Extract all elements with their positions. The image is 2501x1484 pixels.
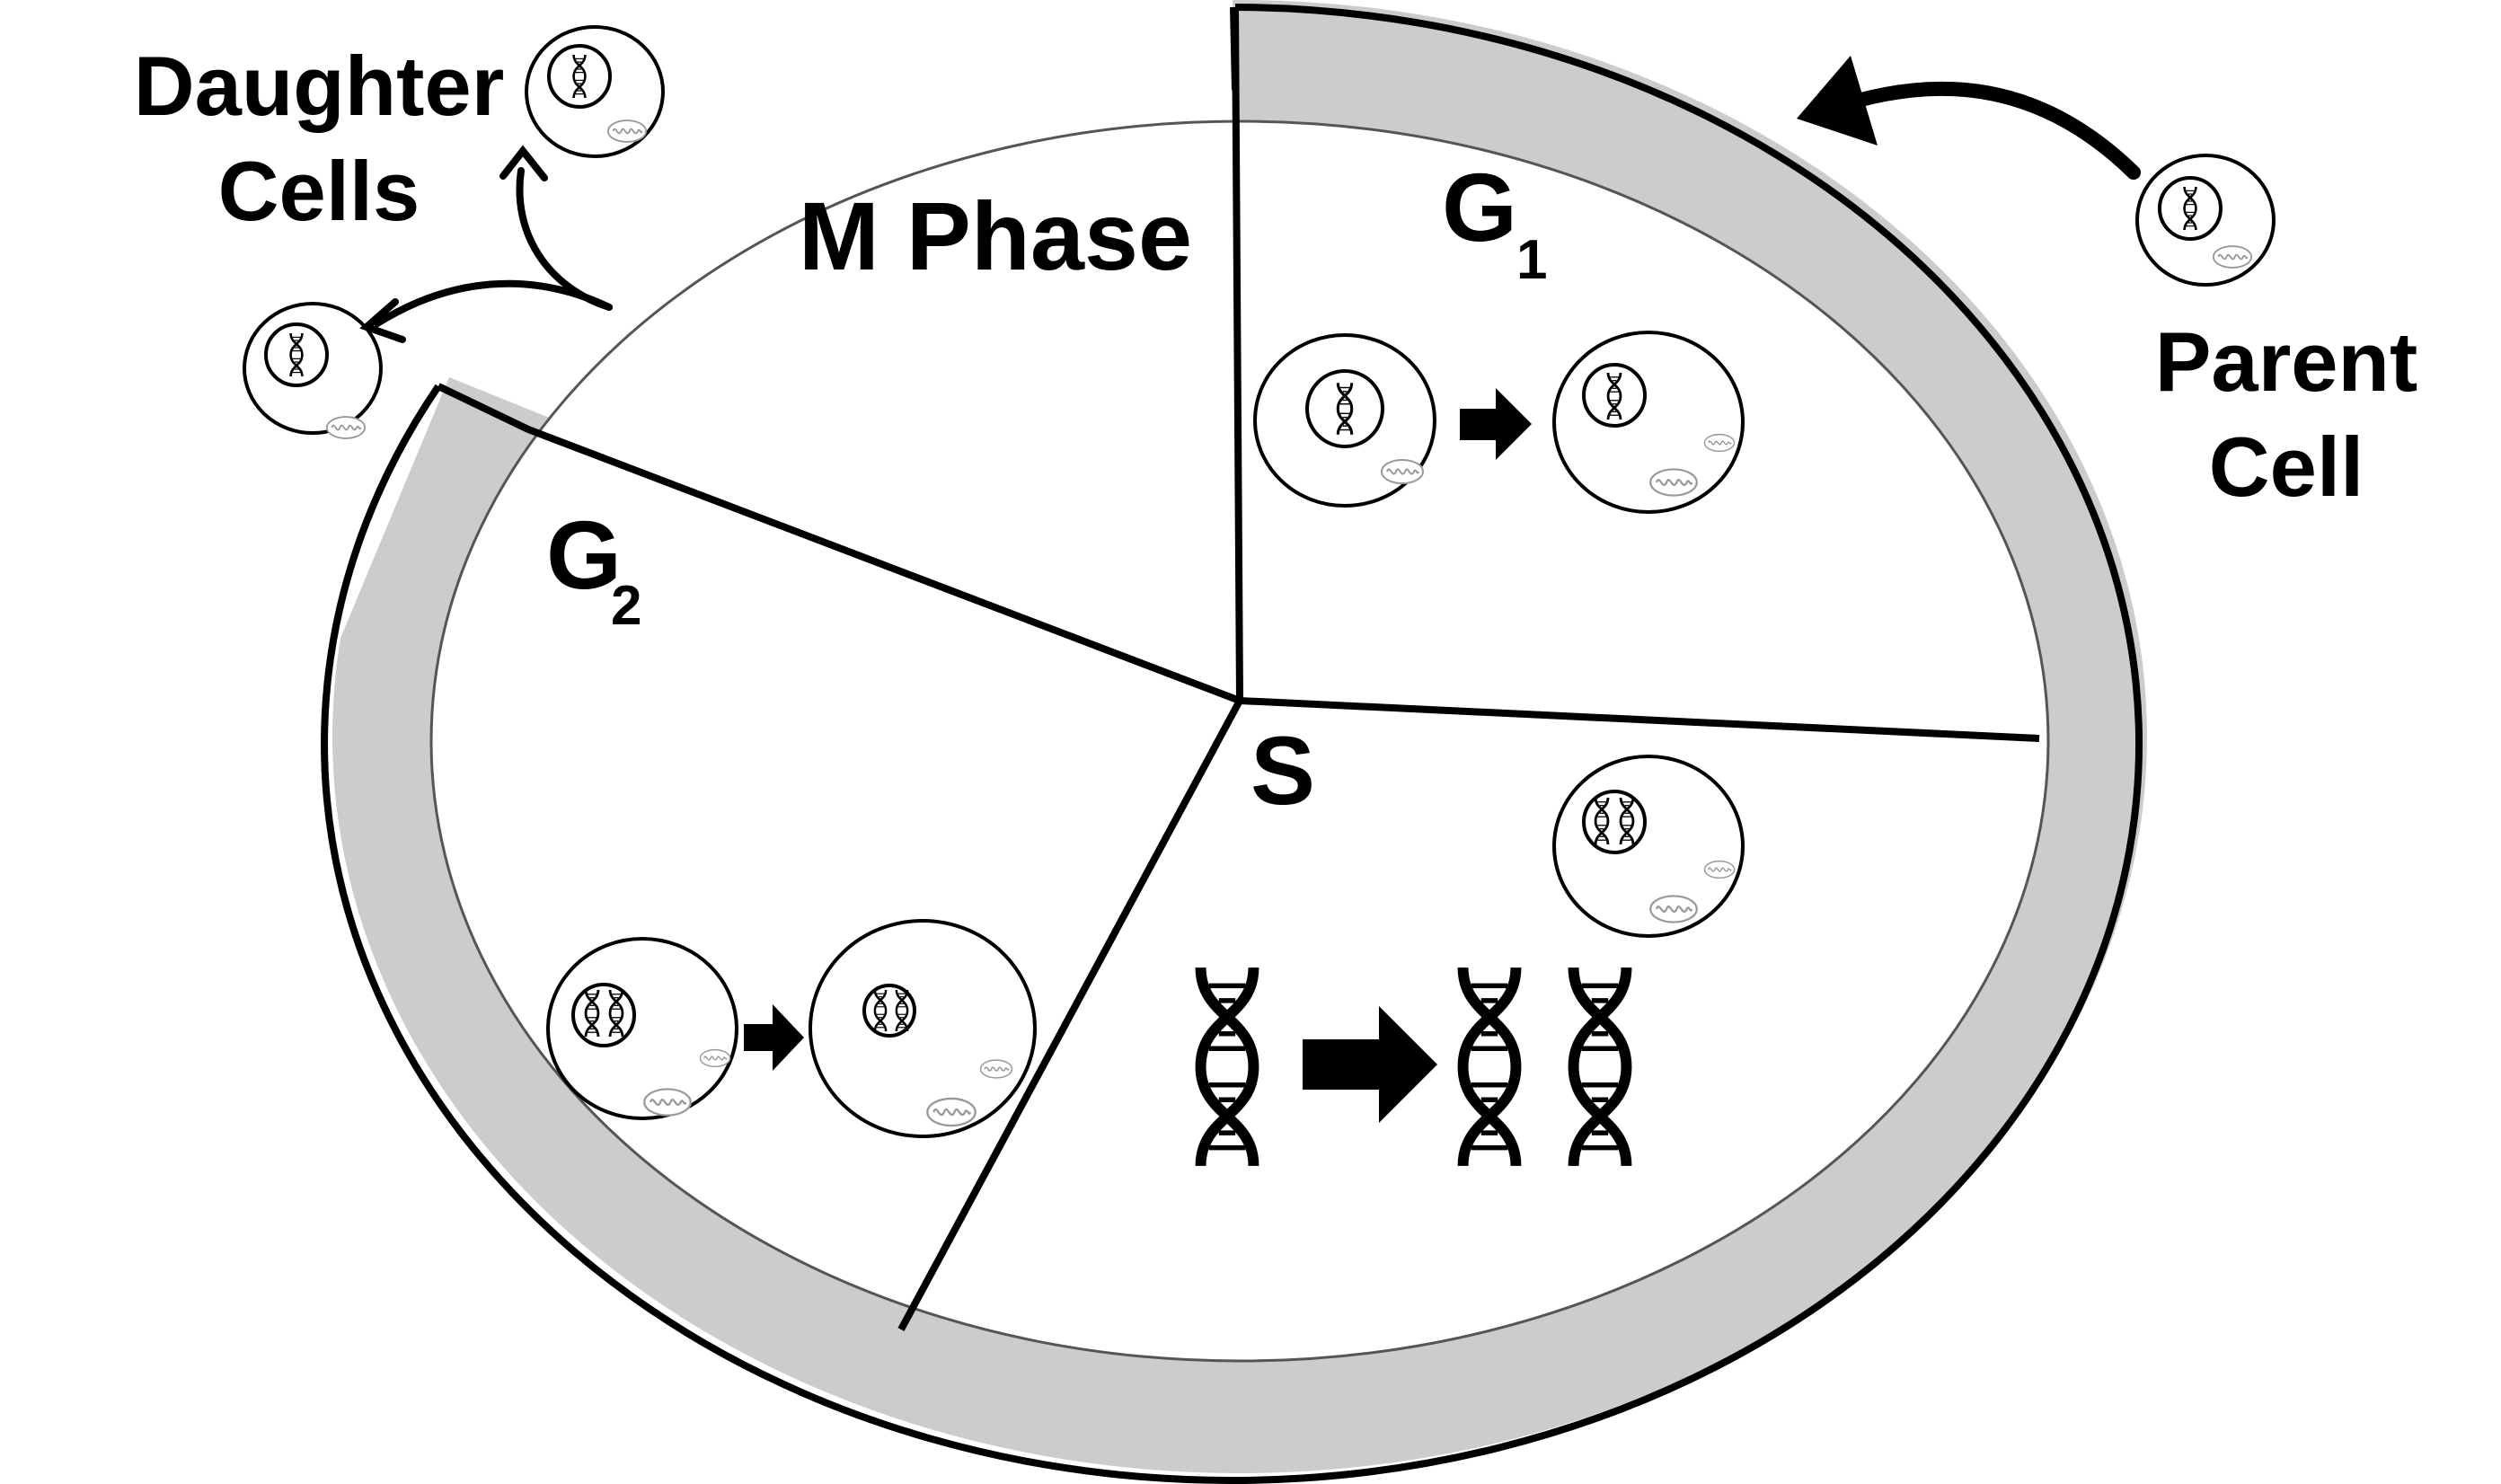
g1-label-main: G xyxy=(1442,153,1517,261)
division-arrows-icon xyxy=(359,145,613,343)
m-phase-label: M Phase xyxy=(799,181,1192,290)
g1-large-cell-icon xyxy=(1552,331,1745,514)
parent-label-line2: Cell xyxy=(2209,420,2364,514)
outer-rim xyxy=(321,4,2143,1484)
g2-arrow-icon xyxy=(744,1004,804,1071)
g1-label-subscript: 1 xyxy=(1516,229,1547,291)
parent-cell-label: Parent Cell xyxy=(2155,314,2418,514)
curved-arrow-icon xyxy=(1797,56,2141,180)
g1-arrow-icon xyxy=(1460,388,1532,460)
daughter-cell-top-icon xyxy=(525,25,665,158)
g2-small-cell-icon xyxy=(546,937,738,1120)
g2-large-cell-icon xyxy=(809,919,1037,1138)
daughter-label-line1: Daughter xyxy=(134,39,505,133)
g2-label-subscript: 2 xyxy=(611,575,641,637)
daughter-cells-label: Daughter Cells xyxy=(134,39,505,238)
s-cell-icon xyxy=(1552,755,1745,938)
s-phase-label: S xyxy=(1250,716,1315,825)
daughter-cell-bottom-icon xyxy=(243,302,383,439)
g2-label-main: G xyxy=(546,500,622,609)
g1-label: G 1 xyxy=(1442,153,1547,291)
g2-label: G 2 xyxy=(546,500,641,637)
phase-dividers xyxy=(526,6,2040,1331)
daughter-label-line2: Cells xyxy=(218,144,420,238)
parent-cell-icon xyxy=(2135,154,2276,287)
parent-label-line1: Parent xyxy=(2155,314,2418,409)
g1-small-cell-icon xyxy=(1253,333,1436,508)
s-arrow-icon xyxy=(1303,1006,1437,1123)
